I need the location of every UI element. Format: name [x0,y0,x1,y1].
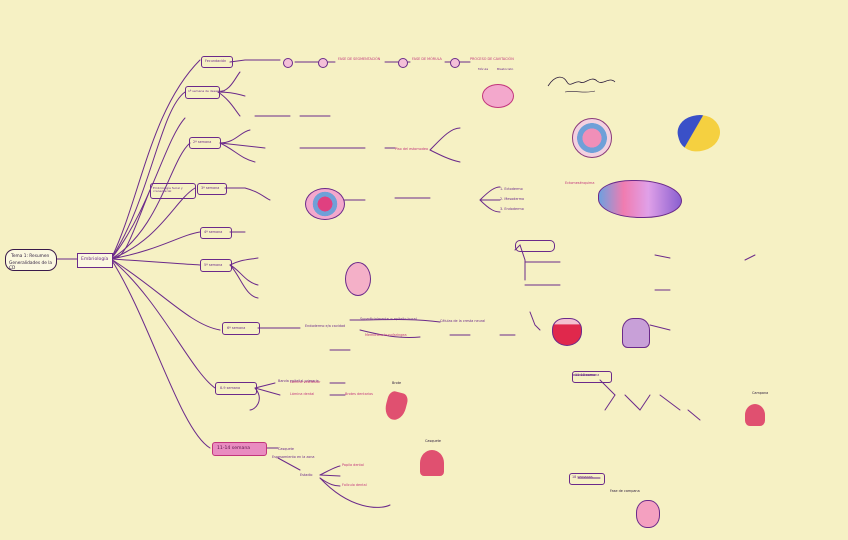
week-11-18-box [572,371,612,383]
node-week-5: 5ª semana [200,259,232,272]
phase-morula: FASE DE MÓRULA [412,57,442,61]
phase-segmentation: FASE DE SEGMENTACIÓN [338,57,381,61]
crown-label: Campana [752,391,769,395]
face-diagram [345,262,371,296]
w4-text-c: Membrana bucofaríngea [365,333,407,337]
bell-stage-diagram [745,404,765,426]
signature-icon [547,76,616,93]
crown-stage-diagram [636,500,660,528]
node-week-1: 1ª semana de desarrollo [185,86,225,99]
w11-text-c: Estadio [300,473,313,477]
ectomesenchyme-label: Ectomesénquima [565,181,595,185]
bud-label: Brote [392,381,402,385]
cap-stage-diagram [420,450,444,476]
root-title-line2: Generalidades de la CD [9,261,53,271]
w4-text-a: Endodermo e/a cavidad [305,324,346,328]
palate-diagram [622,318,650,348]
w11-text-e: Folículo dental [342,483,367,487]
w11-text-b: Casquete [278,447,295,451]
phase-cavitation: PROCESO DE CAVITACIÓN [470,57,514,61]
week-11-18-label: 11-18 semana [575,373,600,377]
enfisquena-box [515,240,555,252]
center-embryology: Embriología [77,253,113,268]
phase-blastocyst-sub: Blastocisto [497,67,514,71]
crown-stage-label: Fase de campana [610,489,640,493]
germ-layer-2: 2. Mesodermo [500,197,525,201]
node-fecundacion: Fecundación [201,56,233,68]
week-18-label: 18 semanas [572,475,593,479]
cell-stage-icon [398,58,408,68]
w11-text-a: Espesamiento en la zona [272,455,315,459]
embryo-disc-diagram [572,118,612,158]
cell-stage-icon [318,58,328,68]
cell-stage-icon [283,58,293,68]
w8-text-d: Brotes dentarios [345,392,373,396]
germ-layer-1: 1. Ectodermo [500,187,523,191]
cell-stage-icon [450,58,460,68]
cap-label: Casquete [425,439,442,443]
w8-text-a: Banda epitelial primaria [278,379,319,383]
gastrulation-diagram [305,188,345,220]
node-facial-embryology: Embriología facial y craneofacial [150,183,196,199]
w11-text-d: Papila dental [342,463,364,467]
germ-layer-3: 3. Endodermo [500,207,524,211]
week-18-box [569,473,605,485]
phase-morula-sub: Mórula [478,67,489,71]
trilaminar-disc-diagram [598,180,682,218]
node-week-8-9: 8-9 semana [215,382,257,395]
w8-text-b: Lámina vestibular [290,380,321,384]
root-title-box: Tema 1: Resumen Generalidades de la CD [5,249,57,271]
node-week-2: 2ª semana [189,137,221,149]
stomodeum-floor-label: Piso del estomodeo [395,147,429,151]
node-week-6: 6ª semana [222,322,260,335]
node-week-11-14: 11-14 semana [212,442,267,456]
w8-text-c: Lámina dental [290,392,315,396]
node-week-4: 4ª semana [200,227,232,239]
blastocyst-icon [482,84,514,108]
root-title-line1: Tema 1: Resumen [11,254,50,259]
w4-text-b: Superficialmente → epitelio bucal [360,317,417,321]
tongue-diagram [552,318,582,346]
node-week-3: 3ª semana [197,183,227,195]
w7-text-a: Células de la cresta neural [440,319,486,323]
